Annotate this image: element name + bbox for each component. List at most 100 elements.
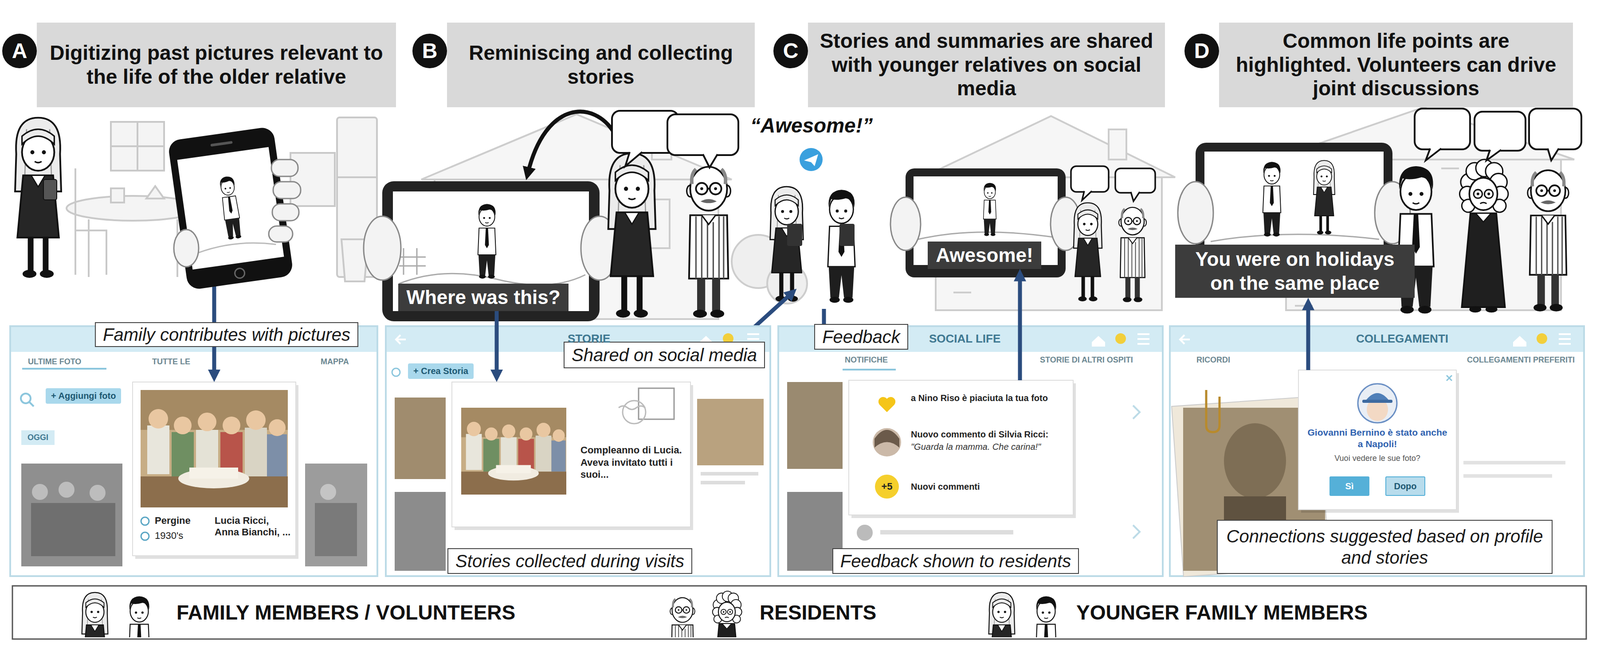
kitchen-background [110,188,125,203]
flow-arrow [1306,304,1311,371]
flow-arrow [494,311,499,377]
text-slot: Pergine [154,515,211,527]
app-screen [778,326,1163,577]
step-badge-text: A [11,40,28,62]
notification-popup [848,380,1076,519]
app-screen [1463,461,1566,465]
tablet [363,181,619,322]
app-screen: COLLEGAMENTIRICORDICOLLEGAMENTI PREFERIT… [1169,326,1585,577]
young-relative-figure [770,186,804,302]
speech-bubble [1474,111,1526,151]
step-heading: Common life points are highlighted. Volu… [1219,22,1573,108]
app-screen [1115,333,1126,345]
legend-frame [670,598,695,655]
text-slot: + Aggiungi foto [45,388,122,404]
tablet [1313,160,1335,235]
speech-bubble [1115,168,1156,193]
tablet [392,191,589,312]
text-slot: STORIE DI ALTRI OSPITI [1039,355,1134,366]
step-badge: D [1184,33,1220,69]
story-card [618,406,646,410]
smartphone [173,159,301,267]
text-slot: Vuoi vedere le sue foto? [1306,453,1449,464]
app-screen [856,525,873,542]
legend-frame [12,586,1587,640]
cb-text: Giovanni Bernino è stato anche a Napoli! [1306,427,1449,451]
screen-caption: You were on holidays on the same place [1175,244,1415,299]
step-badge: C [773,33,808,69]
text-slot: SOCIAL LIFE [929,332,1001,346]
text-slot: Nuovi commenti [910,481,1062,493]
step-heading-text: Digitizing past pictures relevant to the… [46,41,387,89]
callout-label: Stories collected during visits [447,548,693,575]
callout-label-text: Stories collected during visits [455,550,685,573]
text-slot: COLLEGAMENTI PREFERITI [1466,355,1575,366]
resident-figure [1527,170,1569,312]
popup-button-text: Dopo [1393,481,1417,492]
app-screen [1536,333,1548,345]
text-slot: Compleanno di Lucia. Aveva invitato tutt… [580,444,685,482]
cardb-text: Lucia Ricci, Anna Bianchi, ... [214,515,291,539]
btn-text: + Aggiungi foto [45,388,122,404]
legend-text: RESIDENTS [759,601,877,625]
app-screen [314,503,357,557]
smartphone [167,126,301,291]
callout-label-text: Connections suggested based on profile a… [1224,525,1545,569]
legend-frame [129,596,150,655]
small-tablet [787,223,803,247]
photo-card [132,382,296,557]
step-heading-text: Stories and summaries are shared with yo… [817,29,1156,101]
app-screen [396,335,406,345]
legend-entry: RESIDENTS [759,600,877,626]
smartphone [196,238,276,256]
photo-card [132,382,299,560]
tab-text: COLLEGAMENTI PREFERITI [1466,355,1575,366]
text-slot: OGGI [21,430,55,446]
app-screen [392,368,400,377]
cq-text: Vuoi vedere le sue foto? [1306,453,1449,464]
tab-text: ULTIME FOTO [27,357,82,368]
callout-label: Feedback shown to residents [832,548,1079,575]
flow-arrow [1018,275,1023,381]
kitchen-background [110,121,165,171]
text-slot: Giovanni Bernino è stato anche a Napoli! [1306,427,1449,451]
story-card [638,388,675,420]
app-screen: ULTIME FOTOTUTTE LEMAPPA+ Aggiungi fotoO… [10,326,378,577]
smartphone [272,203,299,221]
text-slot: +5 [874,474,899,499]
volunteer-figure [608,153,656,318]
app-screen [1133,405,1140,539]
tab-text: MAPPA [320,357,350,368]
legend-frame [670,598,695,655]
kitchen-background [88,219,178,278]
text-slot: ULTIME FOTO [27,357,82,368]
legend-frame [1035,596,1057,655]
callout-label: Feedback [814,324,909,350]
text-slot: + Crea Storia [407,363,474,380]
app-screen [787,382,843,470]
callout-label-text: Feedback shown to residents [840,550,1071,573]
tablet [1177,142,1411,299]
screen-caption-text: You were on holidays on the same place [1183,247,1407,295]
stitle-text: COLLEGAMENTI [1356,332,1449,346]
speech-bubble [702,154,718,168]
notification-popup [848,380,1074,516]
app-screen [880,530,1014,535]
kitchen-background [75,168,107,275]
app-screen [1463,474,1553,479]
screen-caption-text: Where was this? [406,285,561,310]
callout-label-text: Feedback [822,326,901,348]
step-badge: A [2,33,37,69]
cardb-text: Pergine [154,515,211,527]
photo-card [141,517,150,526]
legend-frame [82,592,109,655]
family-member-figure [15,117,62,279]
speech-bubble [667,114,739,156]
callout-label: Connections suggested based on profile a… [1216,520,1553,575]
cardt-text: 1930's [154,530,211,542]
smartphone [234,267,246,279]
resident-figure [1459,159,1509,314]
app-screen [305,463,368,567]
speech-bubble [1082,191,1092,201]
connection-popup: Giovanni Bernino è stato anche a Napoli!… [1298,370,1457,510]
